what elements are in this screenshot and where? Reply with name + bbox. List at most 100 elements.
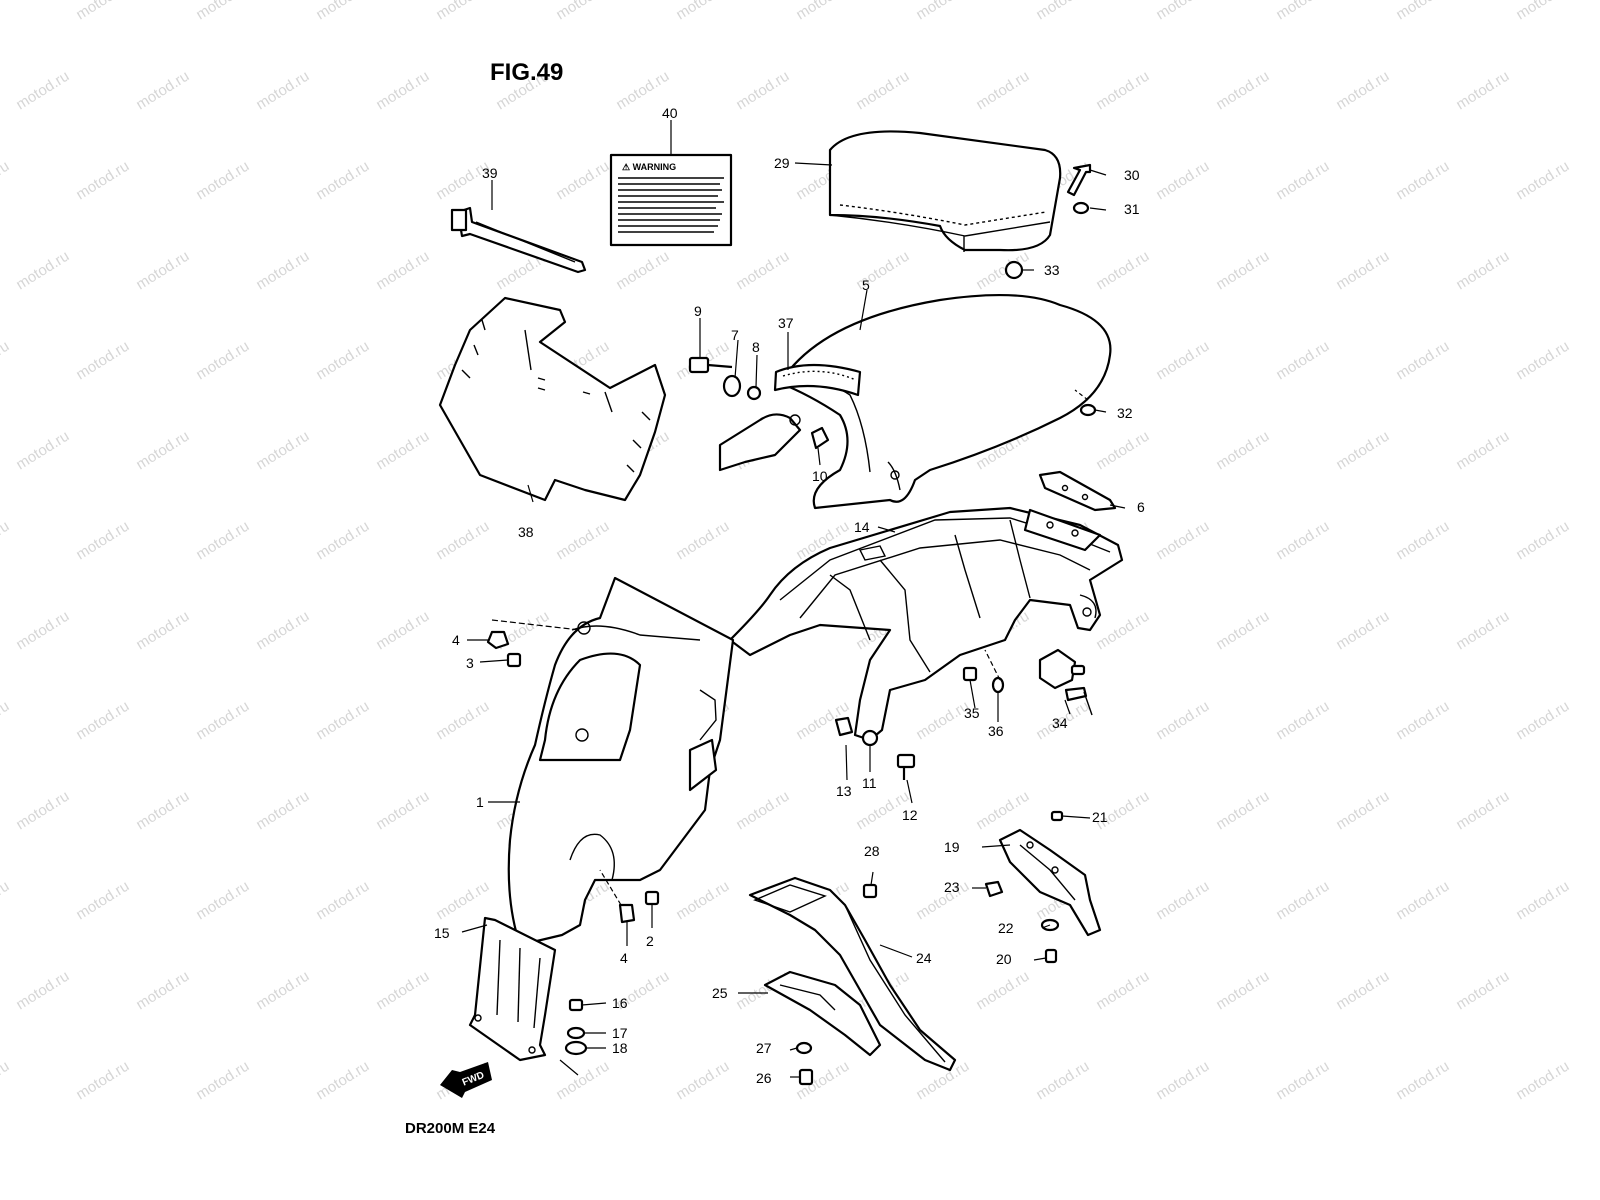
watermark-text-147: motod.ru	[1393, 878, 1452, 924]
part-5-rear-fender	[718, 293, 1112, 510]
part-2-bolt	[644, 890, 660, 906]
watermark-text-164: motod.ru	[193, 1058, 252, 1104]
watermark-text-54: motod.ru	[0, 338, 12, 384]
watermark-text-82: motod.ru	[73, 518, 132, 564]
part-21-screw	[1050, 810, 1064, 822]
watermark-text-124: motod.ru	[253, 788, 312, 834]
watermark-text-171: motod.ru	[1033, 1058, 1092, 1104]
watermark-text-111: motod.ru	[313, 698, 372, 744]
part-9-bolt-shank	[707, 363, 733, 369]
watermark-text-84: motod.ru	[313, 518, 372, 564]
watermark-text-118: motod.ru	[1153, 698, 1212, 744]
watermark-text-16: motod.ru	[253, 68, 312, 114]
callout-13: 13	[836, 783, 852, 799]
watermark-text-158: motod.ru	[1093, 968, 1152, 1014]
watermark-text-98: motod.ru	[373, 608, 432, 654]
callout-17: 17	[612, 1025, 628, 1041]
callout-3: 3	[466, 655, 474, 671]
watermark-text-104: motod.ru	[1093, 608, 1152, 654]
callout-32: 32	[1117, 405, 1133, 421]
part-6-bracket	[1038, 470, 1117, 512]
watermark-text-66: motod.ru	[1393, 338, 1452, 384]
part-13-collar	[834, 716, 854, 737]
watermark-text-146: motod.ru	[1273, 878, 1332, 924]
watermark-text-109: motod.ru	[73, 698, 132, 744]
watermark-text-80: motod.ru	[1453, 428, 1512, 474]
watermark-text-141: motod.ru	[673, 878, 732, 924]
watermark-text-42: motod.ru	[133, 248, 192, 294]
callout-8: 8	[752, 339, 760, 355]
watermark-text-30: motod.ru	[313, 158, 372, 204]
watermark-text-135: motod.ru	[0, 878, 12, 924]
callout-36: 36	[988, 723, 1004, 739]
watermark-text-157: motod.ru	[973, 968, 1032, 1014]
callout-7: 7	[731, 327, 739, 343]
watermark-text-25: motod.ru	[1333, 68, 1392, 114]
watermark-text-167: motod.ru	[553, 1058, 612, 1104]
callout-5: 5	[862, 277, 870, 293]
watermark-text-125: motod.ru	[373, 788, 432, 834]
watermark-text-132: motod.ru	[1213, 788, 1272, 834]
watermark-text-150: motod.ru	[133, 968, 192, 1014]
watermark-text-2: motod.ru	[193, 0, 252, 23]
watermark-text-0: motod.ru	[0, 0, 12, 23]
watermark-text-134: motod.ru	[1453, 788, 1512, 834]
watermark-text-96: motod.ru	[133, 608, 192, 654]
watermark-text-78: motod.ru	[1213, 428, 1272, 474]
part-4-nut-bottom	[618, 903, 636, 924]
callout-18: 18	[612, 1040, 628, 1056]
part-23-nut	[984, 880, 1004, 898]
watermark-text-40: motod.ru	[1513, 158, 1572, 204]
watermark-text-1: motod.ru	[73, 0, 132, 23]
part-25-lower-plate	[763, 970, 882, 1057]
watermark-text-149: motod.ru	[13, 968, 72, 1014]
part-33-grommet	[1004, 260, 1024, 280]
watermark-text-163: motod.ru	[73, 1058, 132, 1104]
part-7-washer	[722, 374, 742, 398]
part-26-bolt	[798, 1068, 814, 1086]
callout-22: 22	[998, 920, 1014, 936]
callout-14: 14	[854, 519, 870, 535]
watermark-text-11: motod.ru	[1273, 0, 1332, 23]
watermark-text-168: motod.ru	[673, 1058, 732, 1104]
watermark-text-71: motod.ru	[373, 428, 432, 474]
callout-4-bottom: 4	[620, 950, 628, 966]
part-40-warning-label: ⚠ WARNING	[609, 153, 733, 247]
part-38-flap	[438, 296, 667, 502]
leader-lines	[461, 120, 1126, 1078]
watermark-text-15: motod.ru	[133, 68, 192, 114]
watermark-text-68: motod.ru	[13, 428, 72, 474]
watermark-text-21: motod.ru	[853, 68, 912, 114]
part-30-bolt	[1066, 163, 1092, 197]
watermark-text-44: motod.ru	[373, 248, 432, 294]
part-10-nut	[810, 426, 830, 450]
part-24-lower-flap	[748, 876, 957, 1072]
watermark-text-172: motod.ru	[1153, 1058, 1212, 1104]
figure-title: FIG.49	[490, 59, 563, 86]
watermark-text-165: motod.ru	[313, 1058, 372, 1104]
callout-9: 9	[694, 303, 702, 319]
part-20-bolt	[1044, 948, 1058, 964]
watermark-text-161: motod.ru	[1453, 968, 1512, 1014]
watermark-text-39: motod.ru	[1393, 158, 1452, 204]
part-16-screw	[568, 998, 584, 1012]
watermark-text-95: motod.ru	[13, 608, 72, 654]
watermark-text-151: motod.ru	[253, 968, 312, 1014]
watermark-text-112: motod.ru	[433, 698, 492, 744]
watermark-text-14: motod.ru	[13, 68, 72, 114]
part-1-inner-fender	[507, 576, 735, 947]
callout-37: 37	[778, 315, 794, 331]
watermark-text-26: motod.ru	[1453, 68, 1512, 114]
watermark-text-173: motod.ru	[1273, 1058, 1332, 1104]
watermark-text-17: motod.ru	[373, 68, 432, 114]
watermark-text-9: motod.ru	[1033, 0, 1092, 23]
watermark-text-46: motod.ru	[613, 248, 672, 294]
watermark-text-123: motod.ru	[133, 788, 192, 834]
watermark-text-81: motod.ru	[0, 518, 12, 564]
callout-35: 35	[964, 705, 980, 721]
watermark-text-55: motod.ru	[73, 338, 132, 384]
callout-20: 20	[996, 951, 1012, 967]
callout-11: 11	[862, 775, 877, 791]
watermark-text-22: motod.ru	[973, 68, 1032, 114]
watermark-text-148: motod.ru	[1513, 878, 1572, 924]
